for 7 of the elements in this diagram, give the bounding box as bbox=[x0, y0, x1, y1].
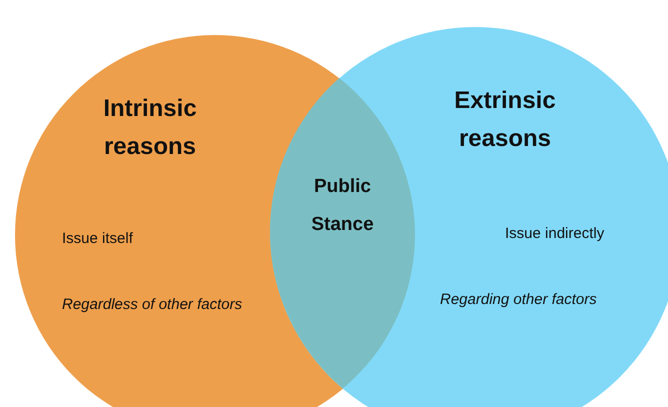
heading-label: Public Stance bbox=[310, 174, 375, 237]
italic-note: Regarding other factors bbox=[440, 291, 597, 308]
text-label: Issue indirectly bbox=[505, 225, 604, 242]
heading-label: Intrinsic reasons bbox=[102, 94, 198, 162]
text-label: Issue itself bbox=[62, 230, 133, 247]
heading-label: Extrinsic reasons bbox=[453, 86, 557, 154]
italic-note: Regardless of other factors bbox=[62, 296, 242, 313]
